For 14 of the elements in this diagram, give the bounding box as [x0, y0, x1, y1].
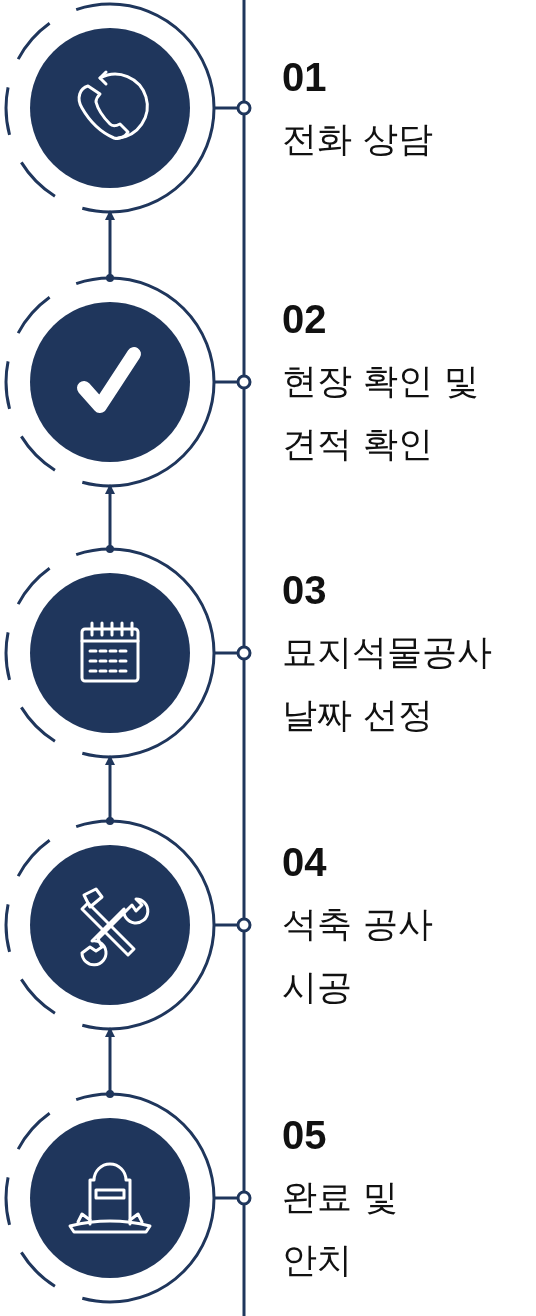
step-number: 01: [282, 53, 328, 101]
step-number: 02: [282, 296, 328, 343]
arrow: [105, 1027, 115, 1098]
step-description: 현장 확인 및 견적 확인: [282, 360, 481, 466]
step-description: 묘지석물공사 날짜 선정: [282, 631, 493, 737]
step-description: 완료 및 안치: [282, 1176, 400, 1282]
step-number: 04: [282, 839, 328, 886]
step-number: 03: [282, 567, 328, 614]
arrow: [105, 484, 115, 553]
step-description: 전화 상담: [282, 117, 435, 161]
step-number: 05: [282, 1112, 328, 1159]
step-description: 석축 공사 시공: [282, 903, 435, 1009]
arrow: [105, 210, 115, 282]
arrow: [105, 755, 115, 825]
